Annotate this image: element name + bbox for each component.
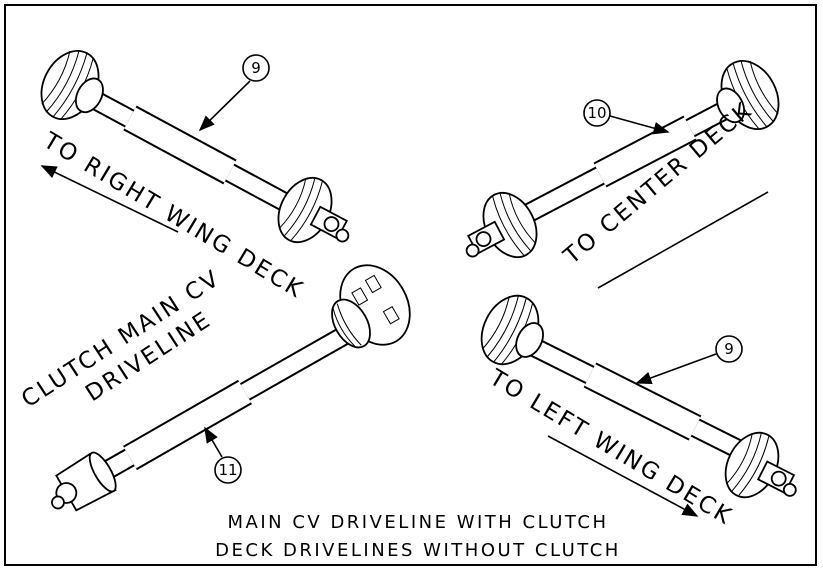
callout-10-center: 10 [583, 99, 670, 135]
svg-text:9: 9 [724, 340, 734, 358]
underline-center [597, 191, 769, 289]
arrow-right-wing [40, 165, 179, 233]
svg-text:10: 10 [587, 104, 606, 122]
label-clutch-group: CLUTCH MAIN CV DRIVELINE [17, 265, 225, 413]
svg-text:9: 9 [251, 59, 261, 77]
caption-line2: DECK DRIVELINES WITHOUT CLUTCH [215, 540, 621, 561]
driveline-main-cv [51, 264, 411, 512]
driveline-left-wing [480, 294, 797, 499]
driveline-center [465, 60, 780, 258]
callout-9-left-wing: 9 [635, 335, 743, 385]
drawing-frame [4, 4, 817, 566]
label-center-group: TO CENTER DECK [558, 97, 769, 289]
driveline-right-wing [40, 50, 350, 243]
callout-11-main: 11 [204, 426, 242, 484]
svg-text:11: 11 [218, 461, 237, 479]
arrow-left-wing [547, 435, 699, 517]
callout-9-right-wing: 9 [198, 54, 270, 132]
caption-line1: MAIN CV DRIVELINE WITH CLUTCH [228, 512, 609, 533]
